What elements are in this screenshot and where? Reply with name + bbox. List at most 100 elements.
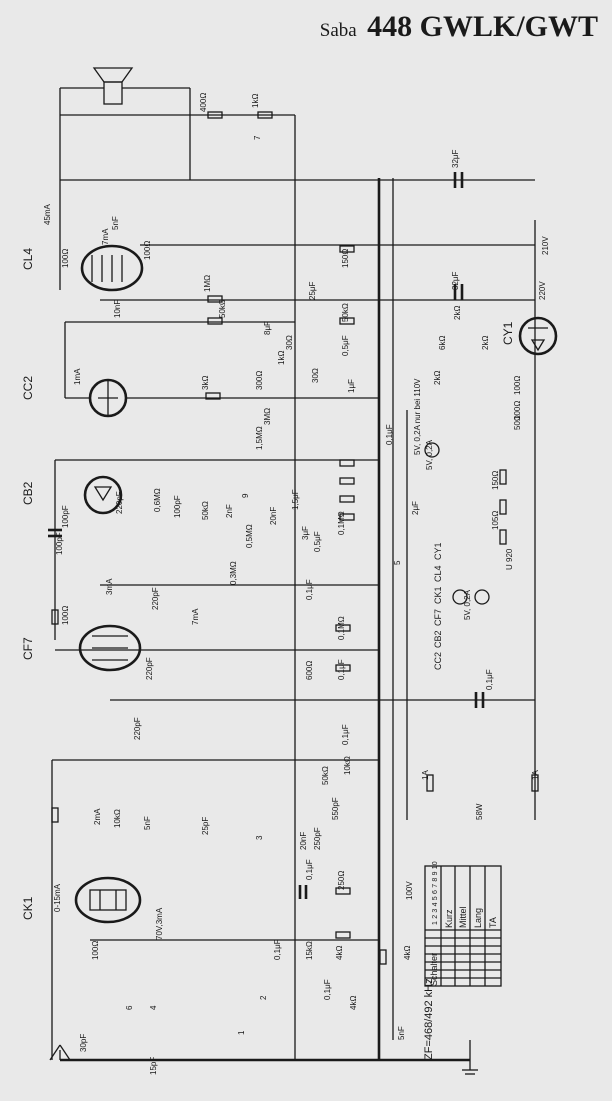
tube-label-cy1: CY1 bbox=[501, 321, 515, 345]
component-label-53: 105Ω bbox=[491, 511, 500, 530]
switch-table-col-7: 7 bbox=[432, 884, 439, 888]
switch-table-col-8: 8 bbox=[432, 878, 439, 882]
lamp-symbols bbox=[424, 442, 490, 605]
tube-cc2 bbox=[88, 378, 128, 418]
component-label-33: 100Ω bbox=[513, 376, 522, 395]
component-label-72: 20nF bbox=[299, 832, 308, 850]
component-label-52: 150Ω bbox=[491, 471, 500, 490]
component-label-78: 250Ω bbox=[337, 871, 346, 890]
component-label-16: 220V bbox=[538, 281, 547, 300]
speaker-symbol bbox=[92, 67, 134, 105]
component-label-58: 7mA bbox=[191, 608, 200, 625]
component-label-24: 30Ω bbox=[311, 368, 320, 383]
component-label-40: 100pF bbox=[173, 495, 182, 518]
switch-table-col-1: 1 bbox=[432, 921, 439, 925]
component-label-88: 4kΩ bbox=[349, 996, 358, 1010]
antenna-symbol bbox=[49, 1044, 71, 1061]
component-label-68: 5nF bbox=[143, 816, 152, 830]
component-label-44: 9 bbox=[241, 493, 250, 498]
tube-cy1 bbox=[518, 316, 558, 356]
component-label-102: 0,5MΩ bbox=[245, 524, 254, 548]
component-label-50: 0,1μF bbox=[305, 579, 314, 600]
tube-label-cb2: CB2 bbox=[21, 481, 35, 505]
component-label-77: 0,1μF bbox=[305, 859, 314, 880]
component-label-28: 0,1μF bbox=[385, 424, 394, 445]
switch-table-col-5: 5 bbox=[432, 896, 439, 900]
tube-label-ck1: CK1 bbox=[21, 896, 35, 920]
component-label-4: 45mA bbox=[43, 203, 52, 225]
component-label-73: 250pF bbox=[313, 827, 322, 850]
component-label-48: 2μF bbox=[411, 501, 420, 515]
component-label-13: 25μF bbox=[308, 281, 317, 300]
component-label-67: 2mA bbox=[93, 808, 102, 825]
component-label-93: 30pF bbox=[79, 1034, 88, 1052]
switch-table-col-3: 3 bbox=[432, 909, 439, 913]
component-label-20: 30Ω bbox=[285, 335, 294, 350]
component-label-51: 100pF bbox=[55, 532, 64, 555]
component-label-94: 15pF bbox=[149, 1057, 158, 1075]
component-label-96: 1A bbox=[421, 770, 430, 780]
component-label-29: 2kΩ bbox=[453, 306, 462, 320]
component-label-64: 220pF bbox=[145, 657, 154, 680]
component-label-15: 32μF bbox=[451, 271, 460, 290]
component-label-69: 10kΩ bbox=[113, 809, 122, 828]
switch-table-row-lang: Lang bbox=[473, 908, 483, 928]
component-label-37: 100pF bbox=[61, 505, 70, 528]
switch-table-col-6: 6 bbox=[432, 890, 439, 894]
component-label-84: 15kΩ bbox=[305, 941, 314, 960]
component-label-35: 50Ω bbox=[513, 415, 522, 430]
tube-label-cl4: CL4 bbox=[21, 248, 35, 270]
component-label-66: 0,1μF bbox=[341, 724, 350, 745]
switch-table-row-mittel: Mittel bbox=[458, 906, 468, 928]
component-label-36: 5V, 0,2A bbox=[425, 439, 434, 470]
component-label-38: 220pF bbox=[115, 491, 124, 514]
tube-cf7 bbox=[78, 624, 142, 672]
component-label-85: 4kΩ bbox=[335, 946, 344, 960]
component-label-76: 10kΩ bbox=[343, 756, 352, 775]
component-label-32: 2kΩ bbox=[433, 371, 442, 385]
component-label-41: 50kΩ bbox=[201, 501, 210, 520]
heater-tube-ck1: CK1 bbox=[433, 586, 443, 604]
fuse-symbols bbox=[426, 774, 539, 792]
component-label-98: 58W bbox=[475, 803, 484, 820]
component-label-100: 1,5μF bbox=[291, 489, 300, 510]
if-frequency-label: ZF=468/492 kHz bbox=[423, 978, 435, 1060]
component-label-90: 4 bbox=[149, 1005, 158, 1010]
component-label-83: 0,1μF bbox=[273, 939, 282, 960]
component-label-80: 0-15mA bbox=[53, 883, 62, 912]
component-label-70: 25pF bbox=[201, 817, 210, 835]
component-label-45: 3μF bbox=[301, 526, 310, 540]
component-label-75: 50kΩ bbox=[321, 766, 330, 785]
component-label-49: 0,3MΩ bbox=[229, 561, 238, 585]
component-label-1: 1kΩ bbox=[251, 94, 260, 108]
heater-tube-cc2: CC2 bbox=[433, 652, 443, 670]
component-label-101: 1kΩ bbox=[277, 351, 286, 365]
tube-cb2 bbox=[83, 475, 123, 515]
component-label-60: 0,1μF bbox=[337, 659, 346, 680]
component-label-91: 1 bbox=[237, 1030, 246, 1035]
component-label-86: 4kΩ bbox=[403, 946, 412, 960]
component-label-87: 0,1μF bbox=[323, 979, 332, 1000]
switch-table-row-ta: TA bbox=[488, 917, 498, 928]
component-label-82: 70V,3mA bbox=[155, 907, 164, 940]
tube-ck1 bbox=[74, 876, 142, 924]
component-label-95: 5nF bbox=[397, 1026, 406, 1040]
component-label-47: 0,5μF bbox=[313, 531, 322, 552]
component-label-59: 0,1MΩ bbox=[337, 616, 346, 640]
tube-cl4 bbox=[80, 244, 144, 292]
switch-table-col-10: 10 bbox=[432, 861, 439, 869]
component-label-6: 7mA bbox=[101, 228, 110, 245]
component-label-46: 0,1MΩ bbox=[337, 511, 346, 535]
component-label-39: 0,6MΩ bbox=[153, 488, 162, 512]
component-label-22: 3kΩ bbox=[201, 376, 210, 390]
component-label-19: 8μF bbox=[263, 321, 272, 335]
component-label-71: 3 bbox=[255, 835, 264, 840]
component-label-25: 1μF bbox=[347, 379, 356, 393]
component-label-89: 6 bbox=[125, 1005, 134, 1010]
component-label-99: 5 bbox=[393, 560, 402, 565]
component-label-7: 100Ω bbox=[61, 249, 70, 268]
component-label-0: 400Ω bbox=[199, 93, 208, 112]
switch-table-header: Schalter bbox=[429, 953, 439, 986]
component-label-18: 0,5μF bbox=[341, 335, 350, 356]
